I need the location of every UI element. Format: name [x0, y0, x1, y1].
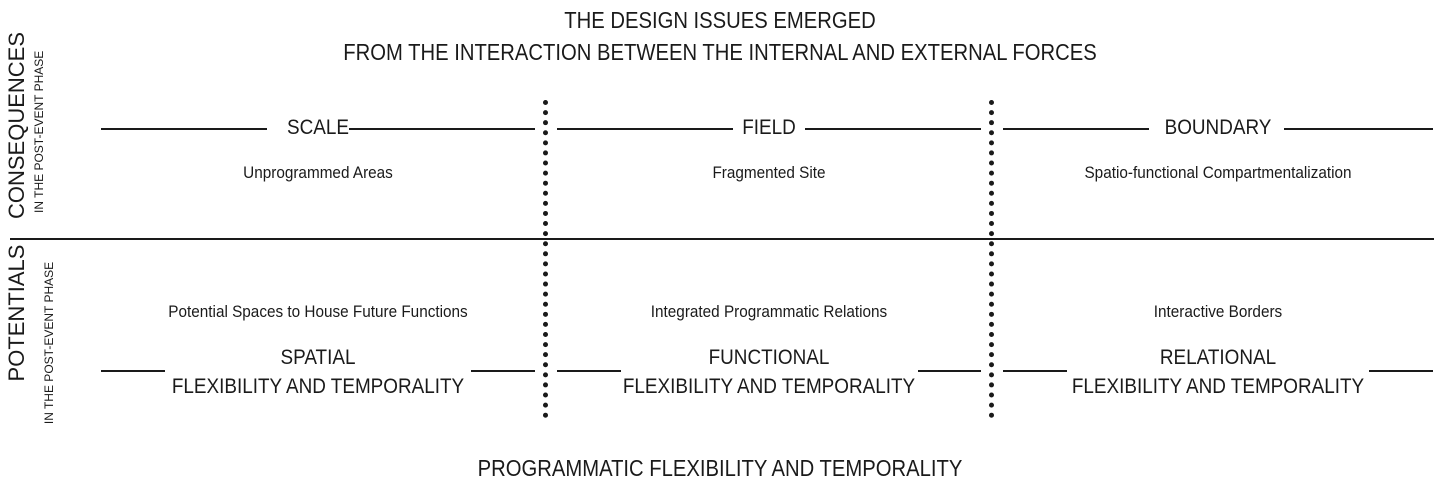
heading-line-left: [557, 128, 733, 130]
row-label-consequences: CONSEQUENCES: [4, 31, 29, 219]
flex-line-right: [1369, 370, 1433, 372]
flex-line2: FLEXIBILITY AND TEMPORALITY: [1071, 375, 1365, 398]
title-line-2: FROM THE INTERACTION BETWEEN THE INTERNA…: [343, 39, 1097, 65]
flex-line-left: [1003, 370, 1067, 372]
column-heading-field: FIELD: [742, 116, 796, 139]
row-divider: [10, 238, 1434, 240]
flex-line-left: [557, 370, 621, 372]
flexibility-label-functional: FUNCTIONAL FLEXIBILITY AND TEMPORALITY: [578, 343, 960, 401]
footer-title: PROGRAMMATIC FLEXIBILITY AND TEMPORALITY: [477, 455, 963, 481]
row-sublabel-potentials: IN THE POST-EVENT PHASE: [42, 261, 56, 425]
flexibility-label-relational: RELATIONAL FLEXIBILITY AND TEMPORALITY: [1025, 343, 1412, 401]
flex-line-right: [918, 370, 981, 372]
potential-text: Interactive Borders: [1153, 302, 1283, 321]
consequence-text: Spatio-functional Compartmentalization: [1084, 163, 1352, 182]
heading-line-right: [805, 128, 981, 130]
consequence-text: Fragmented Site: [712, 163, 826, 182]
heading-line-left: [101, 128, 267, 130]
potential-text: Potential Spaces to House Future Functio…: [168, 302, 468, 321]
consequence-text: Unprogrammed Areas: [243, 163, 393, 182]
flex-line-right: [471, 370, 535, 372]
title-line-1: THE DESIGN ISSUES EMERGED: [564, 7, 876, 33]
potential-text: Integrated Programmatic Relations: [650, 302, 888, 321]
column-separator-2: [989, 100, 994, 418]
flex-line2: FLEXIBILITY AND TEMPORALITY: [171, 375, 465, 398]
column-heading-scale: SCALE: [287, 116, 349, 139]
flexibility-label-spatial: SPATIAL FLEXIBILITY AND TEMPORALITY: [123, 343, 514, 401]
flex-line1: FUNCTIONAL: [708, 346, 830, 369]
column-separator-1: [543, 100, 548, 418]
heading-line-left: [1003, 128, 1149, 130]
row-label-potentials: POTENTIALS: [4, 244, 29, 382]
heading-line-right: [1284, 128, 1433, 130]
row-sublabel-consequences: IN THE POST-EVENT PHASE: [32, 50, 46, 213]
flex-line2: FLEXIBILITY AND TEMPORALITY: [622, 375, 916, 398]
heading-line-right: [349, 128, 535, 130]
flex-line1: SPATIAL: [280, 346, 356, 369]
column-heading-boundary: BOUNDARY: [1164, 116, 1272, 139]
flex-line1: RELATIONAL: [1159, 346, 1277, 369]
flex-line-left: [101, 370, 165, 372]
